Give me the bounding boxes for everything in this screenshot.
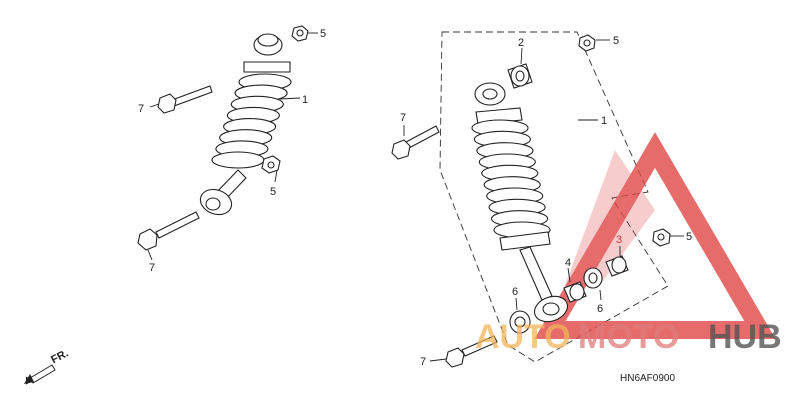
right-seal-right [583,267,603,289]
right-top-bushing [507,63,533,89]
callout-6-seal-right: 6 [597,303,603,315]
callout-6-seal-left: 6 [512,286,518,298]
right-shock-absorber [471,82,569,323]
left-bottom-bolt [137,211,200,251]
watermark-triangle-logo [534,132,776,339]
callout-7-left-top-bolt: 7 [138,103,144,115]
right-top-bolt [391,125,440,160]
spring-coil [211,151,265,169]
left-top-bolt [157,85,213,114]
front-direction-label: FR. [49,347,70,366]
front-direction-arrow [24,364,56,385]
callout-5-left-bottom-nut: 5 [270,186,276,198]
svg-text:AUTO: AUTO [475,318,571,356]
svg-text:HUB: HUB [708,318,782,356]
callout-7-right-top-bolt: 7 [400,112,406,124]
callout-7-left-bottom-bolt: 7 [149,262,155,274]
right-top-nut [578,34,596,52]
callout-4-collar: 4 [565,257,571,269]
callout-1-right-shock: 1 [601,115,607,127]
callout-1-left-shock: 1 [302,94,308,106]
callout-3-lower-bushing: 3 [616,234,622,246]
right-bottom-bolt [445,335,498,368]
right-lower-bushing [605,255,629,277]
right-bottom-nut [652,228,671,247]
callout-5-left-top-nut: 5 [320,28,326,40]
watermark-text: AUTO MOTO HUB [475,318,782,356]
left-bottom-nut [261,155,281,174]
left-top-nut [291,25,309,42]
right-seal-left [509,310,531,334]
callout-2-top-bushing: 2 [518,37,524,49]
svg-text:MOTO: MOTO [578,318,679,356]
callout-7-right-bottom-bolt: 7 [420,356,426,368]
callout-5-right-top-nut: 5 [613,35,619,47]
diagram-part-code: HN6AF0900 [620,373,675,384]
left-shock-absorber [199,33,292,216]
right-collar [563,281,587,303]
callout-5-right-bottom-nut: 5 [686,231,692,243]
exploded-view-outline [439,31,669,363]
